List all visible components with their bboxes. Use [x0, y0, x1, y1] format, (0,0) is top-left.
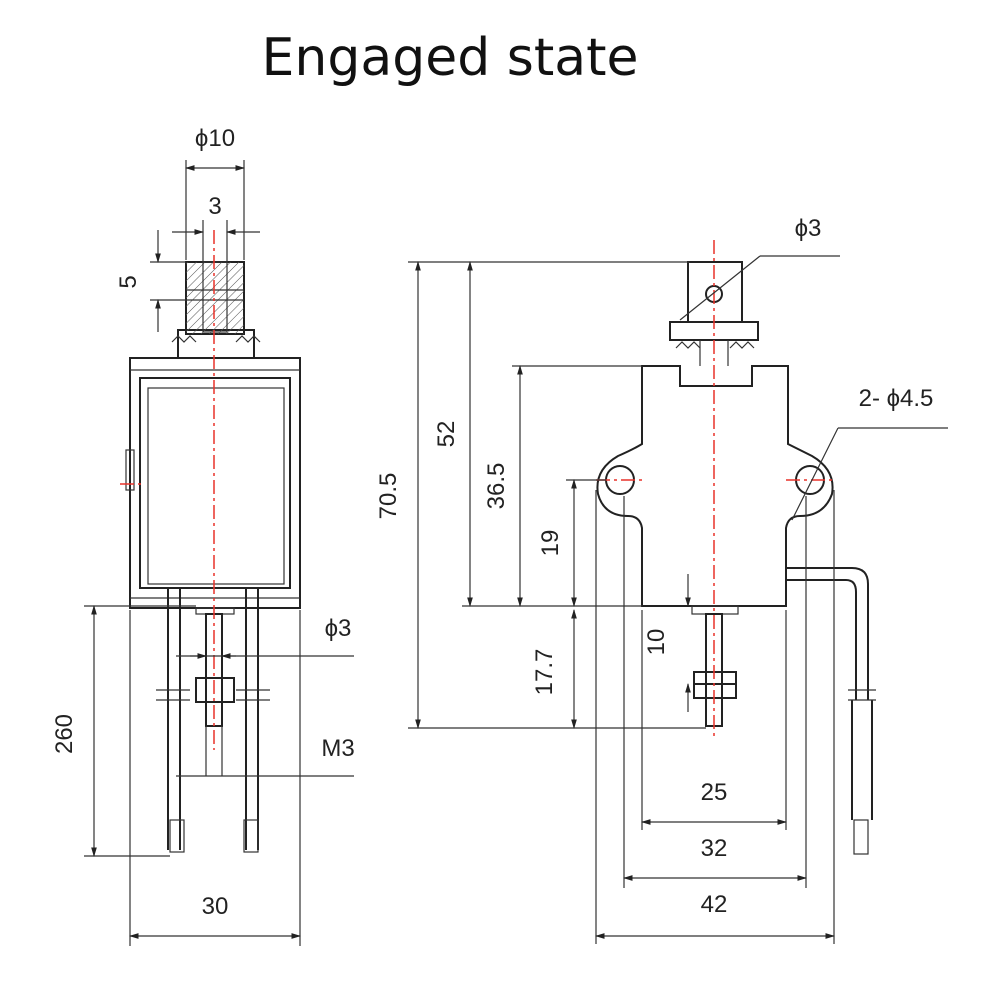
dim-phi3-left: ϕ3	[325, 615, 352, 642]
dim-3: 3	[208, 193, 221, 220]
dim-phi3-right: ϕ3	[795, 215, 822, 242]
dim-5: 5	[115, 275, 142, 288]
left-frame-outer	[129, 357, 301, 609]
dim-70-5: 70.5	[375, 473, 402, 520]
left-coil	[147, 387, 285, 585]
diagram-title: Engaged state	[261, 28, 639, 88]
left-plunger-slot	[202, 261, 228, 333]
right-body-outline	[596, 365, 834, 607]
right-wire-tip	[243, 819, 259, 853]
right-view: ϕ3 2- ϕ4.5 70.5 52 36.5 19 17.7 10 25	[375, 215, 948, 944]
lead-wire-outer	[786, 567, 869, 700]
right-nut-bottom	[693, 683, 737, 699]
dim-30: 30	[202, 893, 229, 920]
left-wire-tip	[169, 819, 185, 853]
right-wire-tip	[853, 819, 869, 855]
dim-32: 32	[701, 835, 728, 862]
left-nut	[195, 677, 235, 703]
dim-42: 42	[701, 891, 728, 918]
dim-M3: M3	[321, 735, 354, 762]
dim-10: 10	[643, 629, 670, 656]
dim-36-5: 36.5	[483, 463, 510, 510]
dim-phi10: ϕ10	[195, 125, 235, 152]
left-frame-inner	[139, 377, 291, 589]
right-nut-top	[693, 671, 737, 685]
left-view: ϕ10 3 5 ϕ3 M3 260 30	[51, 125, 355, 946]
dim-52: 52	[433, 421, 460, 448]
dim-25: 25	[701, 779, 728, 806]
dim-17-7: 17.7	[531, 649, 558, 696]
dim-19: 19	[537, 530, 564, 557]
dim-2phi45: 2- ϕ4.5	[859, 385, 934, 412]
lead-wire-inner	[786, 579, 857, 700]
dim-260: 260	[51, 714, 78, 754]
